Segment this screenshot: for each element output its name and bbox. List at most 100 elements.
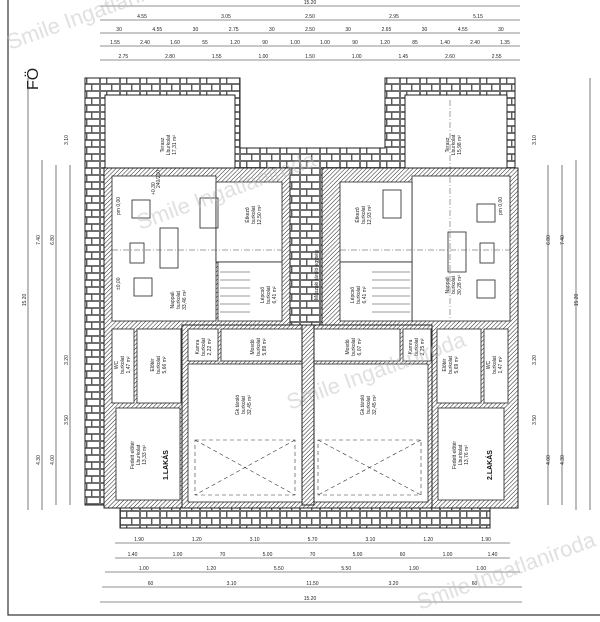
dimension-label: 1.40 [440,40,450,46]
dimension-label: 4.00 [546,455,552,465]
dimension-label: 3.10 [227,581,237,587]
dimension-label: 85 [412,40,418,46]
dimension-label: 1.20 [192,537,202,543]
room-label: Lburkolat [166,134,172,155]
dimension-label: 3.05 [221,14,231,20]
dimension-label: 5.50 [341,566,351,572]
room-dining-right [339,181,413,263]
middle-wall [301,324,315,506]
room-label: 6,41 m² [362,286,368,303]
dimension-label: 4.55 [137,14,147,20]
dimension-label: 5.00 [353,552,363,558]
room-label: burkolat [361,205,367,223]
dimension-label: 1.00 [173,552,183,558]
dimension-label: 3.10 [365,537,375,543]
room-label: 5,69 m² [454,356,460,373]
room-washroom-right [313,328,401,362]
dimension-label: 55 [202,40,208,46]
dimension-label: 1.00 [320,40,330,46]
dimension-label: 5.50 [274,566,284,572]
room-label: Lburkolat [451,134,457,155]
room-label: Mosdó [345,339,351,354]
dimension-label: 3.10 [532,135,538,145]
room-label: burkolat [492,355,498,373]
dimension-label: 1.00 [139,566,149,572]
garage-parking-marks [194,439,422,496]
dimension-label: 30 [345,27,351,33]
dimension-label: 3.50 [64,415,70,425]
dimension-label: 30 [269,27,275,33]
sheet-frame [7,0,600,616]
room-pantry-left [187,328,219,362]
dimension-label: 2.50 [305,27,315,33]
dimension-label: 3.20 [532,355,538,365]
dimension-label: 30 [193,27,199,33]
room-label: Gk.tároló [360,395,366,416]
top-dimensions [100,5,520,61]
room-label: WC [114,360,120,369]
dimension-label: 30 [498,27,504,33]
unit-label-1: 1.LAKÁS [161,450,170,480]
room-label: burkolat [176,290,182,308]
dimension-label: 60 [148,581,154,587]
room-label: Lburkolat [458,444,464,465]
dimension-label: 1.00 [443,552,453,558]
dimension-label: 1.00 [258,54,268,60]
room-garage-right [313,363,429,503]
dimension-label: 90 [352,40,358,46]
dimension-label: 15.20 [304,0,317,6]
dimension-label: 1.40 [128,552,138,558]
stair-treads [220,271,410,313]
door-size-label: 240/210 [156,170,162,188]
dimension-label: 4.55 [458,27,468,33]
dimension-label: 11.50 [306,581,318,587]
dimension-label: 30 [422,27,428,33]
sheet-title: FÖ [24,68,42,90]
dimension-label: 1.35 [500,40,510,46]
dimension-label: 4.30 [560,455,566,465]
room-label: 13,33 m² [142,445,148,465]
room-label: 12,50 m² [257,205,263,225]
room-label: Nappali [170,292,176,309]
dimension-label: 1.00 [476,566,486,572]
room-label: Lépcső [260,287,266,303]
room-label: 12,93 m² [367,205,373,225]
room-label: Gk.tároló [235,395,241,416]
room-garage-left [187,363,303,503]
room-label: Kamra [195,339,201,354]
room-label: 5,66 m² [162,356,168,373]
room-washroom-left [220,328,303,362]
dimension-label: 1.60 [170,40,180,46]
room-label: burkolat [201,337,207,355]
room-label: 13,76 m² [464,445,470,465]
room-label: 1,47 m² [498,356,504,373]
room-pantry-right [402,328,432,362]
dimension-label: 2.40 [140,40,150,46]
dimension-label: 3.20 [64,355,70,365]
dimension-label: 2.50 [305,14,315,20]
room-label: 32,45 m² [247,395,253,415]
room-label: burkolat [448,355,454,373]
dimension-label: 1.00 [352,54,362,60]
watermark: Smile Ingatlaniroda [413,527,599,615]
dimension-label: 7.40 [36,235,42,245]
dimension-label: 5.15 [473,14,483,20]
room-label: 6,41 m² [272,286,278,303]
room-label: Fedett előtér [130,441,136,469]
dimension-label: 3.20 [389,581,399,587]
furniture [129,189,496,299]
room-label: 6,07 m² [357,338,363,355]
room-label: burkolat [241,395,247,413]
room-label: 15,98 m² [457,135,463,155]
level-entry: +0,30 [151,182,157,195]
dimension-label: 2.55 [492,54,502,60]
room-label: 2,22 m² [207,338,213,355]
dimension-label: 3.10 [64,135,70,145]
dimension-label: 1.55 [212,54,222,60]
dimension-label: 1.20 [230,40,240,46]
level-pm-right: pm 0,00 [498,197,504,215]
dimension-label: 70 [310,552,316,558]
dimension-label: 1.20 [380,40,390,46]
room-label: burkolat [256,337,262,355]
room-label: Mosdó [250,339,256,354]
